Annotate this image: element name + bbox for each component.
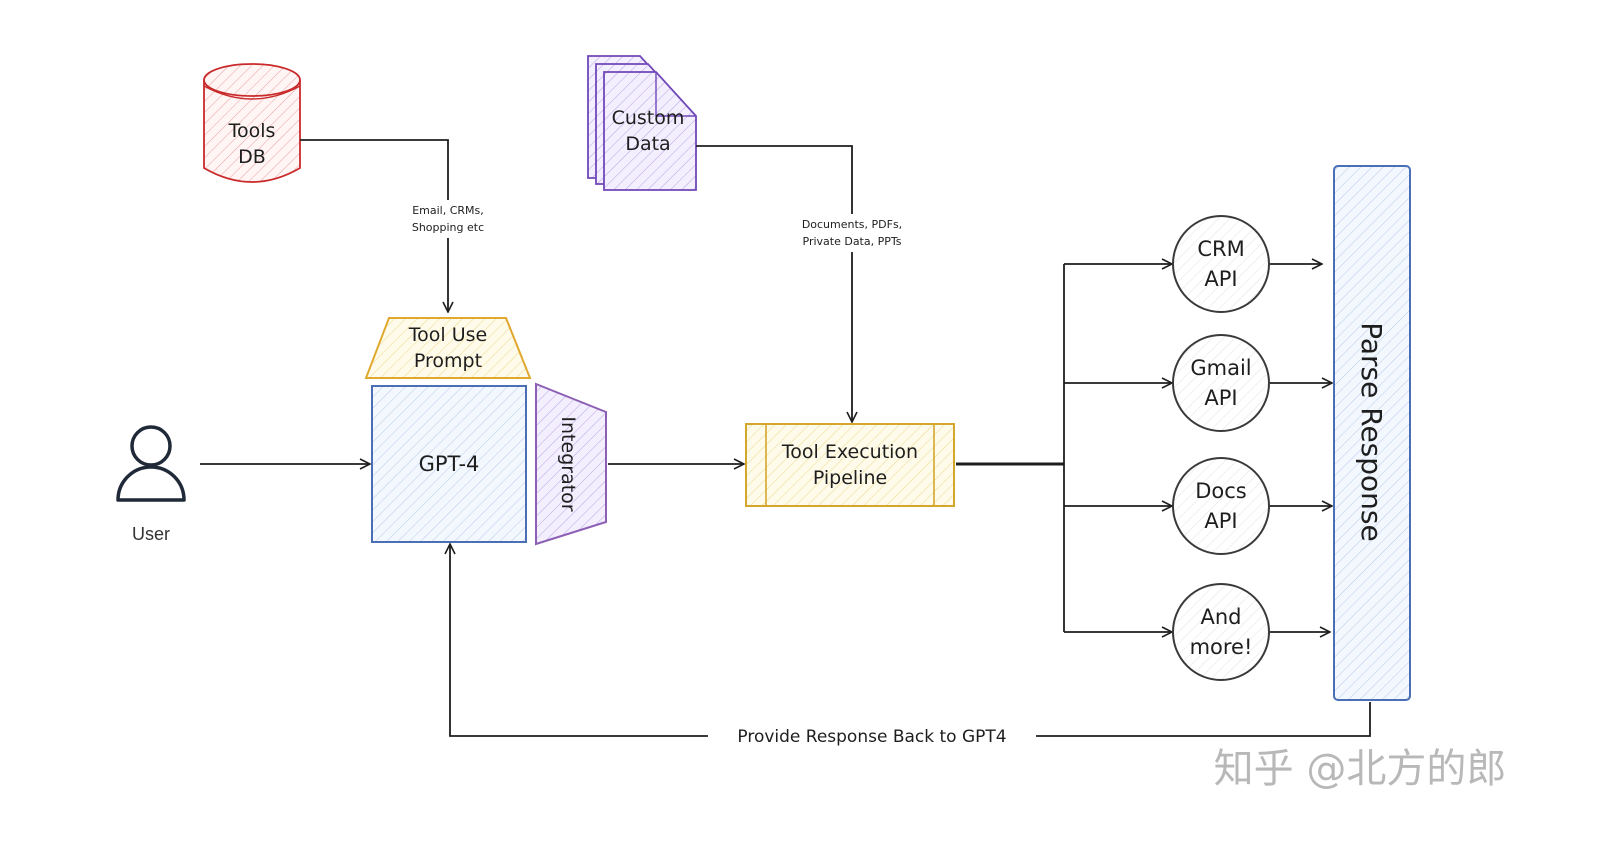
edge-tools-to-prompt: Email, CRMs, Shopping etc bbox=[300, 139, 484, 312]
api-label-line1: Docs bbox=[1195, 479, 1247, 503]
edge-label-tools-line1: Email, CRMs, bbox=[412, 204, 484, 217]
edge-label-data-line2: Private Data, PPTs bbox=[803, 235, 902, 248]
feedback-label: Provide Response Back to GPT4 bbox=[737, 727, 1006, 747]
integrator-node[interactable]: Integrator bbox=[535, 382, 607, 546]
prompt-label-line1: Tool Use bbox=[408, 324, 487, 346]
pipeline-label-line1: Tool Execution bbox=[781, 441, 918, 463]
gpt4-label: GPT-4 bbox=[419, 452, 480, 476]
api-label-line2: API bbox=[1204, 509, 1237, 533]
custom-data-label-line2: Data bbox=[625, 133, 670, 155]
api-node[interactable]: And more! bbox=[1172, 583, 1270, 681]
parse-response-node[interactable]: Parse Response bbox=[1333, 165, 1411, 701]
api-circle bbox=[1172, 334, 1270, 432]
user-node[interactable]: User bbox=[116, 425, 186, 544]
api-label-line2: API bbox=[1204, 386, 1237, 410]
api-circle bbox=[1172, 215, 1270, 313]
api-label-line1: And bbox=[1200, 605, 1241, 629]
edge-label-tools-line2: Shopping etc bbox=[412, 221, 484, 234]
watermark: 知乎 @北方的郎 bbox=[1214, 746, 1507, 792]
api-label-line1: CRM bbox=[1197, 237, 1244, 261]
user-label: User bbox=[132, 524, 170, 544]
edge-feedback-to-gpt4: Provide Response Back to GPT4 bbox=[450, 544, 1371, 747]
api-label-line1: Gmail bbox=[1190, 356, 1251, 380]
api-label-line2: API bbox=[1204, 267, 1237, 291]
tool-use-prompt-node[interactable]: Tool Use Prompt bbox=[364, 317, 532, 379]
custom-data-label-line1: Custom bbox=[612, 107, 685, 129]
edge-data-to-pipeline: Documents, PDFs, Private Data, PPTs bbox=[696, 145, 902, 422]
api-node[interactable]: CRM API bbox=[1172, 215, 1270, 313]
prompt-label-line2: Prompt bbox=[414, 350, 482, 372]
api-circle bbox=[1172, 583, 1270, 681]
user-icon bbox=[116, 425, 186, 502]
edge-pipeline-fanout bbox=[956, 264, 1172, 632]
gpt4-node[interactable]: GPT-4 bbox=[371, 385, 527, 543]
tools-db-node[interactable]: Tools DB bbox=[203, 63, 301, 183]
pipeline-label-line2: Pipeline bbox=[813, 467, 887, 489]
edge-label-data-line1: Documents, PDFs, bbox=[802, 218, 902, 231]
tools-db-label-line2: DB bbox=[238, 146, 266, 168]
custom-data-node[interactable]: Custom Data bbox=[587, 55, 697, 191]
api-label-line2: more! bbox=[1190, 635, 1253, 659]
parse-response-label: Parse Response bbox=[1355, 322, 1388, 542]
tools-db-label-line1: Tools bbox=[228, 120, 276, 142]
tool-execution-pipeline-node[interactable]: Tool Execution Pipeline bbox=[745, 423, 955, 507]
documents-icon bbox=[587, 55, 697, 191]
api-circle bbox=[1172, 457, 1270, 555]
integrator-label: Integrator bbox=[557, 416, 579, 511]
database-icon bbox=[203, 80, 301, 183]
edge-apis-to-parse bbox=[1270, 264, 1332, 632]
